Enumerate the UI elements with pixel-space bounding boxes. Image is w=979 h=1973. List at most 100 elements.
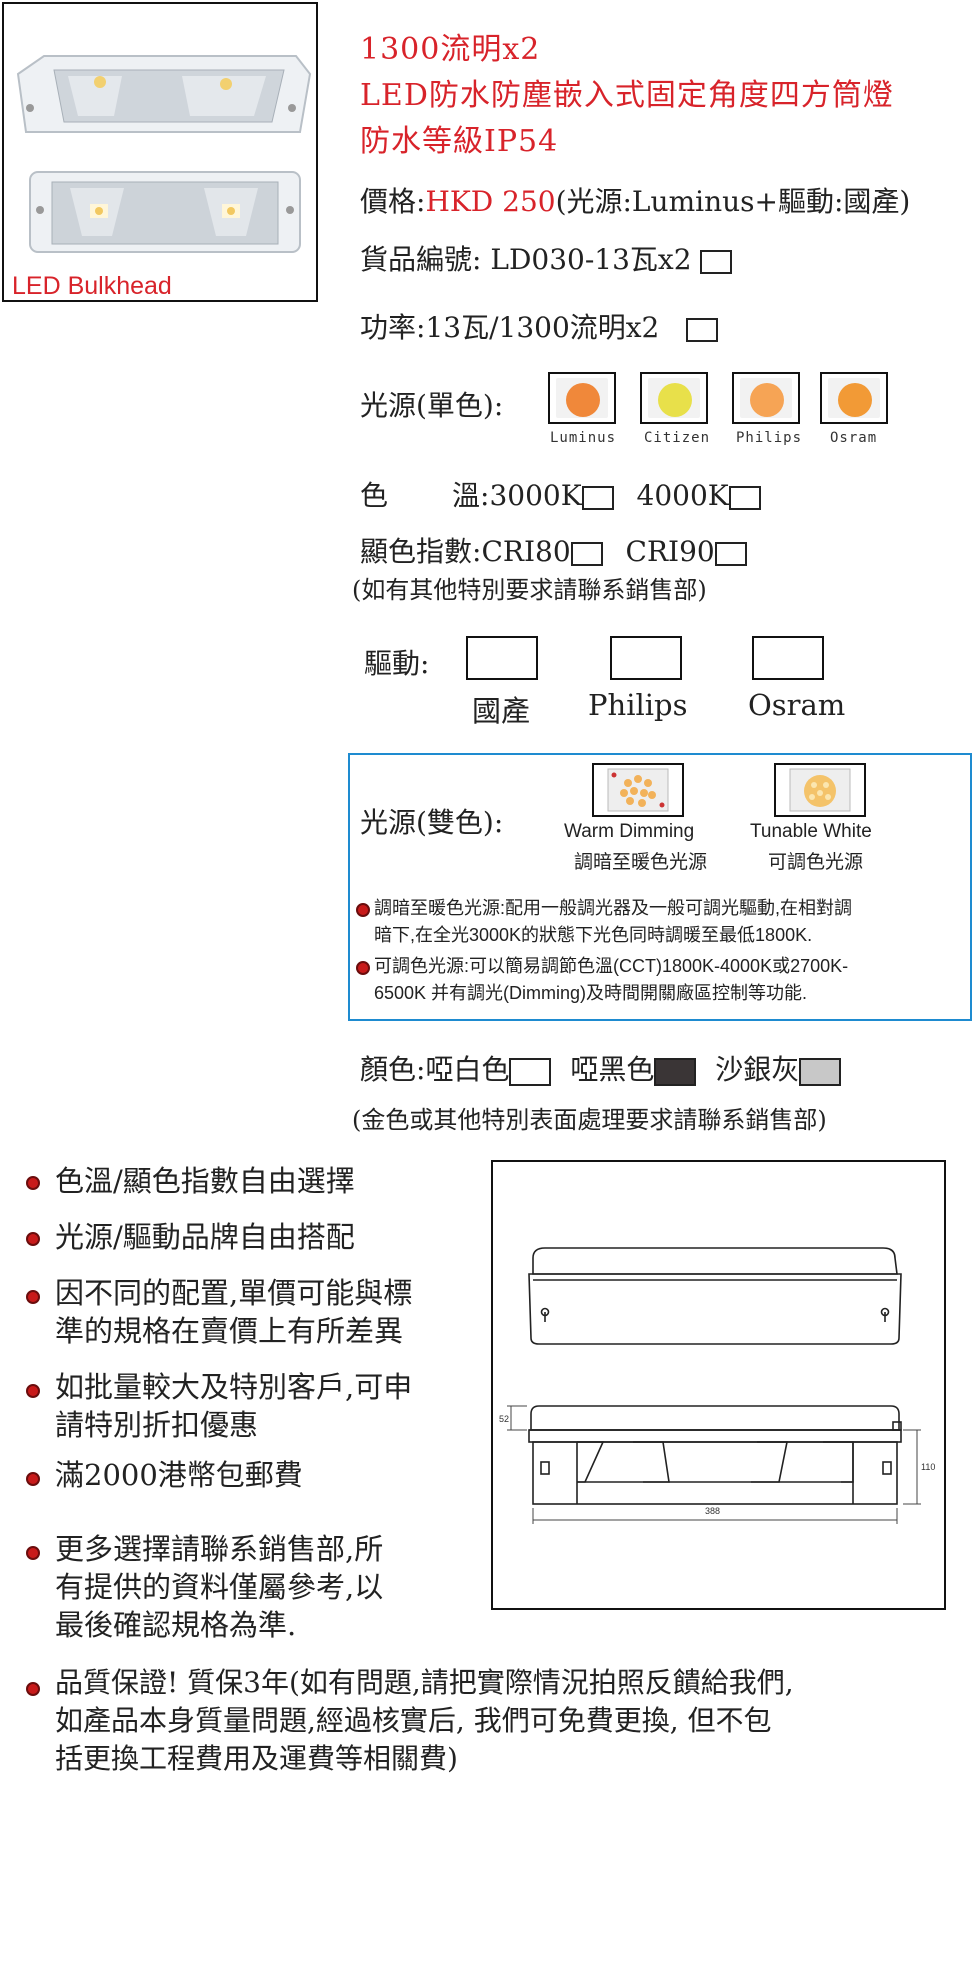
cri-opt1: CRI80 xyxy=(481,535,571,568)
feature-2-bullet xyxy=(26,1232,40,1246)
feature-5-bullet xyxy=(26,1472,40,1486)
dim-height-text: 52 xyxy=(499,1414,509,1424)
power-row: 功率:13瓦/1300流明x2 xyxy=(360,306,719,346)
feature-4-line-2: 請特別折扣優惠 xyxy=(55,1408,259,1442)
color-temp-label-a: 色 xyxy=(360,479,389,512)
chip-label-philips: Philips xyxy=(736,430,803,446)
price-label: 價格: xyxy=(360,185,426,218)
feature-2: 光源/驅動品牌自由搭配 xyxy=(55,1218,355,1256)
warranty-text: 品質保證! 質保3年(如有問題,請把實際情況拍照反饋給我們, 如產品本身質量問題… xyxy=(55,1664,794,1778)
cri-opt2: CRI90 xyxy=(625,535,715,568)
driver-box-domestic[interactable] xyxy=(466,636,538,680)
color-temp-row: 色 溫:3000K 4000K xyxy=(360,474,761,514)
power-value: 13瓦/1300流明x2 xyxy=(425,311,660,344)
cri80-checkbox[interactable] xyxy=(570,541,603,566)
cri-label: 顯色指數: xyxy=(360,535,482,568)
feature-4: 如批量較大及特別客戶,可申 請特別折扣優惠 xyxy=(55,1368,412,1444)
cri-row: 顯色指數:CRI80 CRI90 xyxy=(360,530,747,570)
title-line-2: LED防水防塵嵌入式固定角度四方筒燈 xyxy=(360,78,894,113)
color-temp-opt1: 3000K xyxy=(489,479,582,512)
warm-dimming-chip[interactable] xyxy=(592,763,684,817)
finish-label: 顏色: xyxy=(360,1053,426,1086)
dual-option-2-en: Tunable White xyxy=(750,821,872,842)
feature-1-bullet xyxy=(26,1176,40,1190)
feature-3-bullet xyxy=(26,1290,40,1304)
chip-label-luminus: Luminus xyxy=(550,430,617,446)
chip-citizen[interactable] xyxy=(640,372,708,424)
photo-caption: LED Bulkhead xyxy=(12,272,172,300)
dual-note-2-line-1: 可調色光源:可以簡易調節色溫(CCT)1800K-4000K或2700K- xyxy=(374,956,849,976)
feature-5-line-1: 滿2000港幣包郵費 xyxy=(55,1458,303,1492)
feature-5: 滿2000港幣包郵費 xyxy=(55,1456,303,1494)
feature-6: 更多選擇請聯系銷售部,所 有提供的資料僅屬參考,以 最後確認規格為準. xyxy=(55,1530,383,1644)
price-note: (光源:Luminus+驅動:國產) xyxy=(555,185,911,218)
title-line-3: 防水等級IP54 xyxy=(360,124,559,159)
chip-label-citizen: Citizen xyxy=(644,430,711,446)
bulkhead-photo xyxy=(16,55,312,253)
price-row: 價格:HKD 250(光源:Luminus+驅動:國產) xyxy=(360,180,910,220)
feature-2-line-1: 光源/驅動品牌自由搭配 xyxy=(55,1220,355,1254)
special-note: (如有其他特別要求請聯系銷售部) xyxy=(352,576,707,604)
dual-note-1-bullet xyxy=(356,903,370,917)
power-label: 功率: xyxy=(360,311,426,344)
finish-black-label: 啞黑色 xyxy=(570,1053,655,1086)
dual-note-1-line-1: 調暗至暖色光源:配用一般調光器及一般可調光驅動,在相對調 xyxy=(374,898,852,918)
warranty-bullet xyxy=(26,1682,40,1696)
driver-option-osram: Osram xyxy=(748,688,846,722)
warranty-line-3: 括更換工程費用及運費等相關費) xyxy=(55,1742,458,1775)
dual-note-2-bullet xyxy=(356,961,370,975)
dim-depth-text: 110 xyxy=(921,1462,935,1472)
chip-label-osram: Osram xyxy=(830,430,878,446)
power-checkbox[interactable] xyxy=(686,317,719,342)
driver-box-osram[interactable] xyxy=(752,636,824,680)
feature-4-line-1: 如批量較大及特別客戶,可申 xyxy=(55,1370,413,1404)
title-line-1: 1300流明x2 xyxy=(360,32,541,67)
dual-note-2: 可調色光源:可以簡易調節色溫(CCT)1800K-4000K或2700K- 65… xyxy=(374,953,848,1007)
warranty-line-2: 如產品本身質量問題,經過核實后, 我們可免費更換, 但不包 xyxy=(55,1704,772,1737)
item-no-label: 貨品編號: xyxy=(360,243,482,276)
finish-row: 顏色:啞白色 啞黑色 沙銀灰 xyxy=(360,1048,842,1088)
dual-option-2-zh: 可調色光源 xyxy=(768,852,864,873)
feature-4-bullet xyxy=(26,1384,40,1398)
dual-note-1-line-2: 暗下,在全光3000K的狀態下光色同時調暖至最低1800K. xyxy=(374,925,813,945)
finish-white-swatch[interactable] xyxy=(509,1057,552,1086)
color-temp-3000k-checkbox[interactable] xyxy=(581,485,614,510)
cri90-checkbox[interactable] xyxy=(714,541,747,566)
feature-6-line-3: 最後確認規格為準. xyxy=(55,1608,297,1642)
technical-drawing: 52 110 388 xyxy=(491,1160,946,1610)
feature-3-line-2: 準的規格在賣價上有所差異 xyxy=(55,1314,404,1348)
feature-6-bullet xyxy=(26,1546,40,1560)
feature-1-line-1: 色溫/顯色指數自由選擇 xyxy=(55,1164,355,1198)
color-temp-opt2: 4000K xyxy=(636,479,729,512)
feature-6-line-2: 有提供的資料僅屬參考,以 xyxy=(55,1570,384,1604)
driver-box-philips[interactable] xyxy=(610,636,682,680)
finish-white-label: 啞白色 xyxy=(425,1053,510,1086)
finish-note: (金色或其他特別表面處理要求請聯系銷售部) xyxy=(352,1106,827,1134)
item-no-value: LD030-13瓦x2 xyxy=(490,243,692,276)
dimension-drawing: 52 110 388 xyxy=(499,1247,935,1524)
chip-philips[interactable] xyxy=(732,372,800,424)
driver-option-philips: Philips xyxy=(588,688,688,722)
chip-luminus[interactable] xyxy=(548,372,616,424)
color-temp-label-b: 溫: xyxy=(452,479,490,512)
feature-6-line-1: 更多選擇請聯系銷售部,所 xyxy=(55,1532,384,1566)
chip-osram[interactable] xyxy=(820,372,888,424)
feature-3: 因不同的配置,單價可能與標 準的規格在賣價上有所差異 xyxy=(55,1274,412,1350)
dual-option-1-en: Warm Dimming xyxy=(564,821,695,842)
finish-silver-label: 沙銀灰 xyxy=(715,1053,800,1086)
finish-black-swatch[interactable] xyxy=(654,1057,697,1086)
dim-length-text: 388 xyxy=(705,1506,720,1516)
light-single-label: 光源(單色): xyxy=(360,389,504,422)
warm-dimming-chip-image xyxy=(607,768,669,812)
light-dual-label: 光源(雙色): xyxy=(360,806,504,839)
dual-option-1-zh: 調暗至暖色光源 xyxy=(574,852,708,873)
finish-silver-swatch[interactable] xyxy=(799,1057,842,1086)
item-no-checkbox[interactable] xyxy=(700,249,733,274)
tunable-white-chip-image xyxy=(789,768,851,812)
color-temp-4000k-checkbox[interactable] xyxy=(728,485,761,510)
tunable-white-chip[interactable] xyxy=(774,763,866,817)
dual-note-2-line-2: 6500K 并有調光(Dimming)及時間開關廠區控制等功能. xyxy=(374,983,808,1003)
product-photo: LED Bulkhead xyxy=(2,2,318,302)
warranty-line-1: 品質保證! 質保3年(如有問題,請把實際情況拍照反饋給我們, xyxy=(55,1666,794,1699)
item-no-row: 貨品編號: LD030-13瓦x2 xyxy=(360,238,733,278)
